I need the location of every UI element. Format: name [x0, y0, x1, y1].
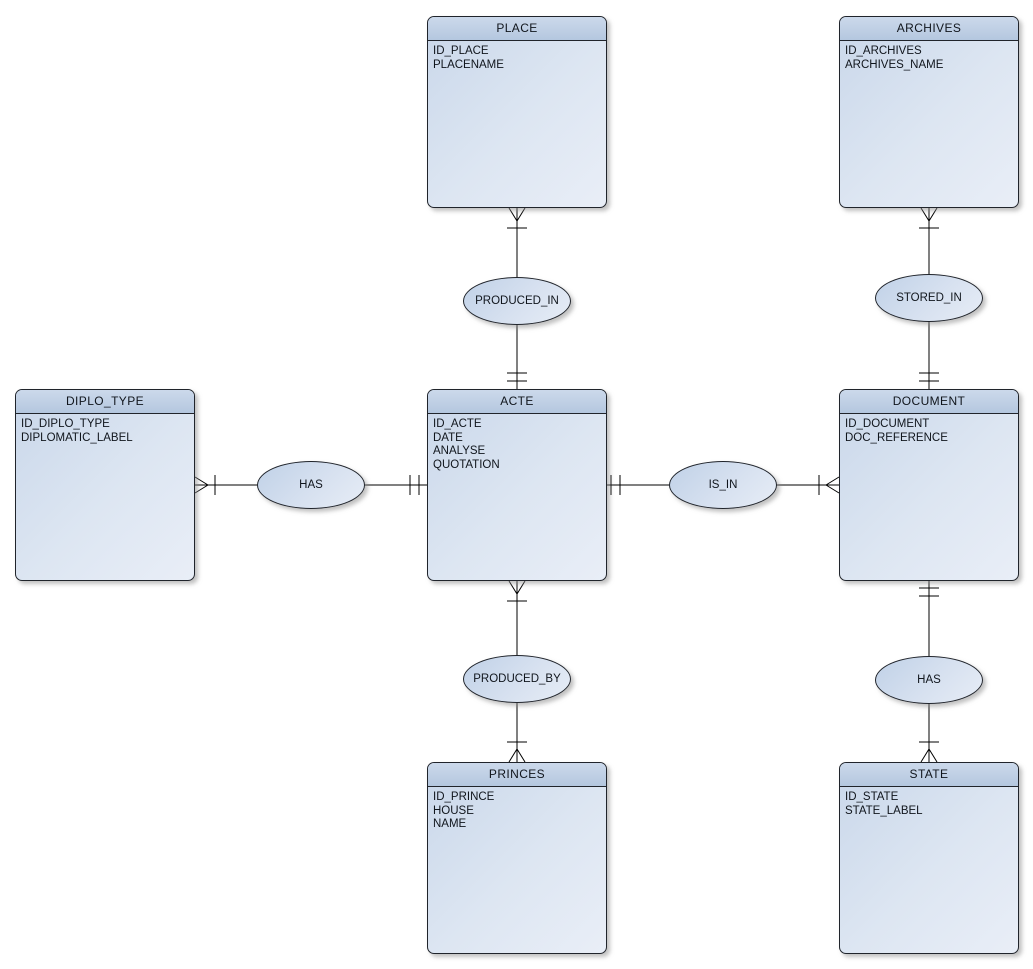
attribute: QUOTATION [433, 458, 500, 471]
entity-attributes: ID_STATE STATE_LABEL [840, 787, 1018, 822]
relationship-produced-by[interactable]: PRODUCED_BY [463, 655, 571, 703]
entity-princes[interactable]: PRINCES ID_PRINCE HOUSE NAME [427, 762, 607, 954]
entity-document[interactable]: DOCUMENT ID_DOCUMENT DOC_REFERENCE [839, 389, 1019, 581]
relationship-label: STORED_IN [896, 292, 962, 304]
attribute: ID_ACTE [433, 418, 482, 430]
relationship-has-diplo-type[interactable]: HAS [257, 461, 365, 509]
attribute: ID_STATE [845, 791, 899, 803]
entity-title: PRINCES [428, 763, 606, 787]
entity-title: DOCUMENT [840, 390, 1018, 414]
entity-place[interactable]: PLACE ID_PLACE PLACENAME [427, 16, 607, 208]
entity-title: STATE [840, 763, 1018, 787]
double-tick-acte [610, 475, 621, 495]
entity-acte[interactable]: ACTE ID_ACTE DATE ANALYSE QUOTATION [427, 389, 607, 581]
entity-title: DIPLO_TYPE [16, 390, 194, 414]
relationship-label: PRODUCED_IN [475, 295, 559, 307]
crow-foot-marker-princes [508, 748, 526, 763]
relationship-label: PRODUCED_BY [473, 673, 561, 685]
relationship-stored-in[interactable]: STORED_IN [875, 274, 983, 322]
relationship-label: HAS [299, 479, 323, 491]
entity-archives[interactable]: ARCHIVES ID_ARCHIVES ARCHIVES_NAME [839, 16, 1019, 208]
attribute: NAME [433, 818, 467, 830]
double-tick-acte [507, 372, 527, 382]
relationship-has-state[interactable]: HAS [875, 656, 983, 704]
attribute: DOC_REFERENCE [845, 431, 948, 444]
entity-attributes: ID_ARCHIVES ARCHIVES_NAME [840, 41, 1018, 76]
crow-foot-marker-document [825, 476, 840, 494]
crow-foot-marker-place [508, 207, 526, 222]
crow-foot-marker-archives [920, 207, 938, 222]
entity-title: PLACE [428, 17, 606, 41]
attribute: DATE [433, 431, 463, 444]
double-tick-document [919, 587, 939, 597]
relationship-label: HAS [917, 674, 941, 686]
attribute: ANALYSE [433, 445, 486, 457]
attribute: DIPLOMATIC_LABEL [21, 431, 133, 444]
double-tick-acte [409, 475, 420, 495]
crow-foot-marker-state [920, 748, 938, 763]
attribute: ID_DOCUMENT [845, 418, 930, 430]
entity-attributes: ID_PRINCE HOUSE NAME [428, 787, 606, 836]
entity-state[interactable]: STATE ID_STATE STATE_LABEL [839, 762, 1019, 954]
crow-foot-marker-acte [508, 580, 526, 595]
attribute: ARCHIVES_NAME [845, 58, 944, 71]
attribute: ID_DIPLO_TYPE [21, 418, 110, 430]
relationship-is-in[interactable]: IS_IN [669, 461, 777, 509]
double-tick-document [919, 372, 939, 382]
entity-attributes: ID_DOCUMENT DOC_REFERENCE [840, 414, 1018, 449]
attribute: STATE_LABEL [845, 804, 923, 817]
entity-title: ARCHIVES [840, 17, 1018, 41]
crow-foot-marker-diplo-type [194, 476, 209, 494]
entity-diplo-type[interactable]: DIPLO_TYPE ID_DIPLO_TYPE DIPLOMATIC_LABE… [15, 389, 195, 581]
entity-attributes: ID_ACTE DATE ANALYSE QUOTATION [428, 414, 606, 476]
entity-attributes: ID_DIPLO_TYPE DIPLOMATIC_LABEL [16, 414, 194, 449]
attribute: ID_PLACE [433, 45, 489, 57]
attribute: HOUSE [433, 804, 474, 817]
entity-title: ACTE [428, 390, 606, 414]
attribute: ID_ARCHIVES [845, 45, 922, 57]
attribute: PLACENAME [433, 58, 504, 71]
relationship-produced-in[interactable]: PRODUCED_IN [463, 277, 571, 325]
attribute: ID_PRINCE [433, 791, 495, 803]
relationship-label: IS_IN [708, 479, 738, 491]
entity-attributes: ID_PLACE PLACENAME [428, 41, 606, 76]
